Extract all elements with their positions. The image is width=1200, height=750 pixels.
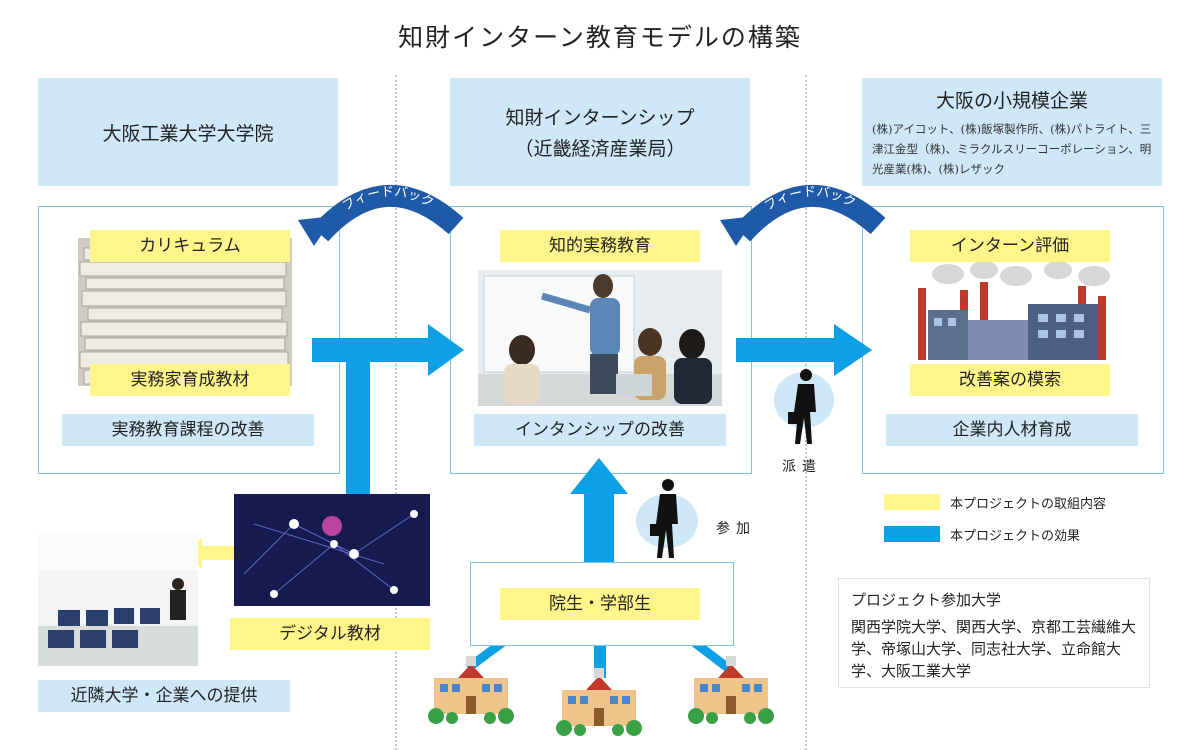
header-companies: 大阪の小規模企業 (株)アイコット、(株)飯塚製作所、(株)パトライト、三津江金… [862, 78, 1162, 186]
label-seeking-improvements: 改善案の模索 [910, 364, 1110, 396]
label-intern-evaluation: インターン評価 [910, 230, 1110, 262]
label-students: 院生・学部生 [500, 588, 700, 620]
header-internship: 知財インターンシップ （近畿経済産業局） [450, 78, 750, 186]
label-ip-practical-education: 知的実務教育 [500, 230, 700, 262]
label-in-house-training: 企業内人材育成 [886, 414, 1138, 446]
businesswoman-icon [788, 369, 816, 444]
header-university: 大阪工業大学大学院 [38, 78, 338, 186]
participating-universities: プロジェクト参加大学 関西学院大学、関西大学、京都工芸繊維大学、帝塚山大学、同志… [838, 578, 1150, 688]
page-title: 知財インターン教育モデルの構築 [398, 23, 802, 52]
legend-swatch-blue [884, 526, 940, 542]
label-internship-improvement: インタンシップの改善 [474, 414, 726, 446]
digital-network-image [234, 494, 430, 606]
label-curriculum-improvement: 実務教育課程の改善 [62, 414, 314, 446]
header-internship-line1: 知財インターンシップ [505, 107, 695, 129]
header-university-label: 大阪工業大学大学院 [102, 122, 274, 145]
label-curriculum: カリキュラム [90, 230, 290, 262]
factory-image [918, 261, 1110, 360]
legend-label-effects: 本プロジェクトの効果 [950, 529, 1081, 544]
computer-lab-photo [38, 534, 198, 666]
header-companies-title: 大阪の小規模企業 [935, 89, 1088, 112]
header-companies-list: (株)アイコット、(株)飯塚製作所、(株)パトライト、三津江金型（株)、ミラクル… [872, 121, 1152, 176]
feedback-arrow-right: フィードバック [720, 185, 886, 246]
computer-lab-image [38, 534, 198, 666]
participating-universities-list: 関西学院大学、関西大学、京都工芸繊維大学、帝塚山大学、同志社大学、立命館大学、大… [851, 618, 1137, 680]
header-internship-line2: （近畿経済産業局） [514, 138, 686, 160]
classroom-image [478, 270, 722, 406]
school-building-icon [688, 656, 774, 724]
businesswoman-icon [650, 479, 678, 558]
dispatch-label: 派遣 [782, 459, 822, 475]
school-building-icon [556, 668, 642, 736]
legend-label-activities: 本プロジェクトの取組内容 [950, 497, 1107, 512]
school-building-icon [428, 656, 514, 724]
factory-illustration [908, 260, 1116, 366]
label-practitioner-materials: 実務家育成教材 [90, 364, 290, 396]
participating-universities-title: プロジェクト参加大学 [851, 591, 1002, 609]
feedback-arrow-left: フィードバック [298, 185, 464, 246]
label-provide-to-neighbors: 近隣大学・企業への提供 [38, 680, 290, 712]
column-divider [395, 75, 397, 750]
classroom-photo [478, 270, 722, 406]
legend-swatch-yellow [884, 494, 940, 510]
network-icon [234, 494, 430, 606]
label-digital-materials: デジタル教材 [230, 618, 430, 650]
participate-label: 参加 [716, 521, 756, 537]
